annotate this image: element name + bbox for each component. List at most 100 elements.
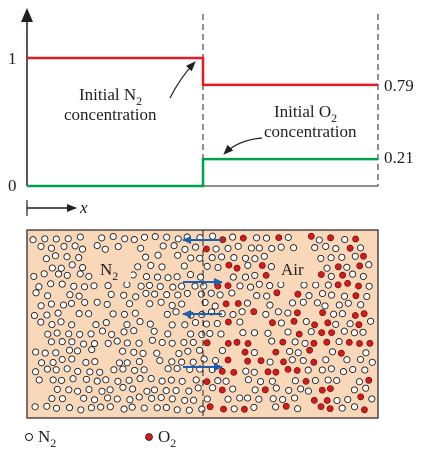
n2-molecule [209, 232, 217, 240]
n2-molecule [189, 358, 197, 366]
n2-molecule [63, 271, 71, 279]
o2-molecule [326, 405, 334, 412]
n2-molecule [189, 338, 197, 346]
n2-molecule [153, 349, 161, 357]
n2-molecule [153, 404, 161, 412]
n2-molecule [192, 243, 200, 251]
n2-molecule [31, 403, 39, 411]
n2-molecule [38, 359, 46, 367]
o2-molecule [311, 321, 318, 329]
n2-molecule [164, 274, 172, 282]
n2-molecule [361, 366, 369, 374]
n2-molecule [344, 395, 352, 404]
n2-molecule [64, 235, 72, 243]
n2-molecule [313, 299, 321, 307]
n2-molecule [196, 346, 204, 354]
n2-molecule [266, 358, 274, 366]
o2-molecule [262, 271, 270, 279]
o2-molecule [218, 386, 226, 394]
n2-molecule [139, 349, 147, 357]
n2-molecule [88, 346, 96, 354]
n2-molecule [98, 327, 107, 335]
n2-molecule [129, 385, 137, 393]
n2-molecule [301, 339, 309, 347]
n2-molecule [201, 298, 209, 306]
n2-molecule [340, 292, 349, 300]
n2-molecule [113, 337, 121, 345]
n2-molecule [255, 244, 263, 252]
n2-molecule [339, 368, 348, 376]
o2-molecule [351, 312, 359, 319]
o2-molecule [233, 264, 241, 272]
n2-molecule [359, 272, 367, 280]
n2-molecule [285, 386, 293, 394]
n2-molecule [229, 311, 237, 319]
n2-molecule [104, 282, 112, 290]
n2-molecule [58, 395, 67, 403]
n2-molecule [65, 386, 73, 394]
n2-molecule [236, 318, 244, 326]
o2-molecule [293, 367, 301, 374]
n2-molecule [136, 375, 144, 383]
n2-molecule [140, 404, 148, 412]
n2-molecule [90, 396, 99, 404]
n2-molecule [169, 283, 177, 291]
concentration-graph: 1 0 Initial N2 concentration Initial O2 … [8, 8, 414, 217]
n2-molecule [185, 387, 193, 395]
n2-molecule [178, 358, 186, 366]
n2-molecule [274, 308, 282, 316]
n2-molecule [333, 376, 341, 385]
n2-molecule [66, 291, 74, 299]
n2-molecule [42, 255, 50, 263]
n2-molecule [322, 356, 330, 364]
n2-molecule [191, 282, 199, 290]
n2-molecule [180, 338, 188, 346]
n2-molecule [156, 356, 164, 365]
n2-molecule [229, 233, 237, 241]
n2-molecule [132, 293, 140, 301]
o2-molecule [355, 321, 363, 329]
n2-molecule [253, 292, 261, 300]
o2-molecule [356, 262, 364, 270]
n2-molecule [90, 282, 98, 290]
o2-molecule [257, 357, 265, 365]
n2-molecule [142, 273, 151, 281]
o2-molecule [275, 234, 283, 241]
n2-molecule [323, 264, 331, 272]
n2-molecule [305, 292, 313, 300]
n2-molecule [272, 403, 280, 411]
n2-molecule [198, 405, 206, 413]
n2-molecule [284, 233, 292, 241]
n2-molecule [29, 236, 37, 244]
o2-molecule [224, 356, 232, 364]
n2-molecule [68, 261, 76, 269]
n2-molecule [197, 290, 205, 298]
o2-molecule [250, 308, 258, 316]
o2-molecule [239, 234, 247, 242]
n2-molecule [113, 395, 121, 403]
n2-molecule [131, 309, 139, 317]
n2-molecule [218, 346, 226, 355]
n2-molecule [178, 377, 186, 385]
n2-molecule [362, 349, 370, 357]
n2-molecule [251, 271, 259, 279]
n2-molecule [69, 375, 77, 383]
n2-concentration-line [27, 56, 378, 87]
n2-molecule [174, 291, 182, 299]
o2-molecule [279, 338, 287, 346]
o2-molecule [360, 252, 367, 260]
n2-molecule [63, 253, 71, 261]
n2-molecule [93, 241, 101, 250]
n2-molecule [85, 385, 93, 394]
o2-molecule [324, 319, 332, 327]
n2-molecule [324, 376, 332, 384]
n2-molecule [241, 273, 250, 281]
n2-molecule [244, 394, 252, 402]
n2-molecule [153, 273, 162, 281]
n2-molecule [317, 254, 325, 262]
n2-molecule [123, 280, 131, 289]
n2-molecule [173, 273, 181, 281]
n2-molecule [172, 386, 180, 395]
o2-annotation-line2: concentration [264, 122, 357, 141]
n2-molecule [80, 340, 88, 348]
